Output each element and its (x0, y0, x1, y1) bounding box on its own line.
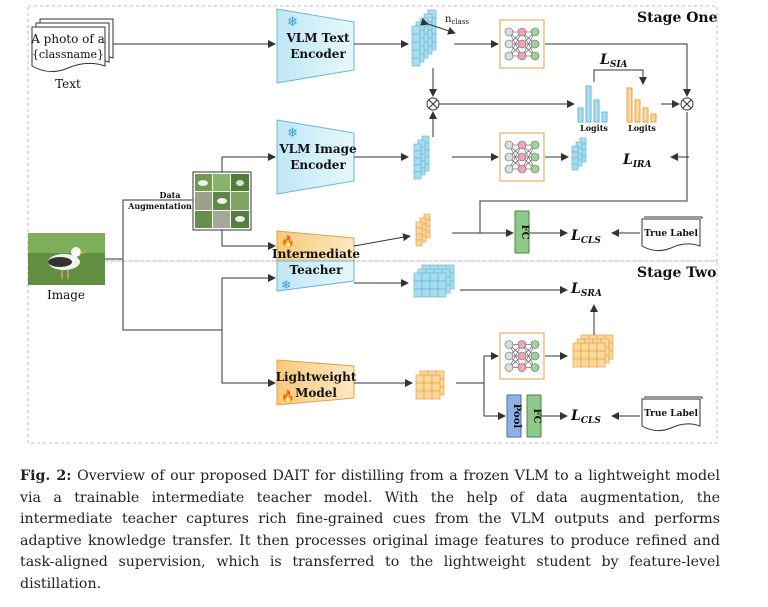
intermediate-teacher-label-2: Teacher (290, 263, 344, 277)
vlm-image-encoder-label-2: Encoder (290, 158, 346, 172)
text-doc-line1: A photo of a (30, 32, 105, 46)
projection-head-image (499, 132, 545, 182)
projection-head-student (499, 332, 545, 380)
svg-text:True Label: True Label (644, 409, 698, 419)
loss-ira: LIRA (622, 152, 652, 170)
projection-heads (499, 19, 545, 380)
loss-cls-1: LCLS (570, 228, 601, 246)
vlm-text-encoder: VLM Text Encoder ❄ (276, 8, 355, 84)
logits-label-2: Logits (628, 123, 656, 133)
stage-two-title: Stage Two (637, 265, 717, 281)
loss-sra: LSRA (570, 281, 602, 299)
data-augmentation-label-1: Data (160, 190, 181, 200)
snowflake-icon: ❄ (281, 278, 291, 292)
stage-one-frame (27, 5, 718, 262)
text-feature-cubes (411, 9, 437, 67)
true-label-doc-1: True Label (641, 216, 703, 252)
fc-block-2: FC (526, 394, 542, 438)
augmented-images (192, 171, 252, 231)
projected-feature-cubes (571, 137, 587, 171)
intermediate-teacher: Intermediate Teacher 🔥 ❄ (272, 230, 360, 292)
feature-maps (411, 9, 614, 400)
vlm-text-encoder-label-1: VLM Text (285, 31, 350, 45)
student-feature-cubes (415, 370, 445, 400)
text-doc-line2: {classname} (32, 48, 104, 61)
student-projected-cubes (572, 334, 614, 368)
fc-block-1: FC (514, 210, 530, 254)
pool-block: Pool (506, 394, 522, 438)
logits-label-1: Logits (580, 123, 608, 133)
input-image (28, 233, 105, 285)
svg-text:Pool: Pool (511, 404, 522, 429)
image-feature-cubes (413, 135, 430, 180)
caption-text: Overview of our proposed DAIT for distil… (20, 468, 720, 592)
vlm-image-encoder-label-1: VLM Image (278, 142, 357, 156)
n-class-label: nclass (445, 14, 469, 26)
projection-head-text (499, 19, 545, 69)
loss-sia: LSIA (599, 52, 628, 70)
figure-caption: Fig. 2: Overview of our proposed DAIT fo… (20, 466, 720, 595)
multiply-node-2 (680, 97, 694, 111)
loss-cls-2: LCLS (570, 408, 601, 426)
lightweight-model-label-2: Model (295, 386, 337, 400)
text-document: A photo of a {classname} (30, 18, 114, 72)
vlm-text-encoder-label-2: Encoder (290, 47, 346, 61)
vlm-image-encoder: VLM Image Encoder ❄ (276, 119, 357, 195)
svg-text:FC: FC (531, 408, 542, 423)
data-augmentation-label-2: Augmentation (127, 201, 192, 211)
true-label-doc-2: True Label (641, 396, 703, 432)
teacher-frozen-feature-cubes (413, 264, 455, 298)
teacher-feature-cubes (415, 213, 431, 247)
intermediate-teacher-label-1: Intermediate (272, 247, 360, 261)
caption-label: Fig. 2: (20, 468, 72, 484)
text-input-label: Text (55, 77, 81, 91)
stage-two-frame (27, 260, 718, 444)
connectors (105, 40, 691, 420)
logits-orange (626, 87, 657, 123)
method-diagram: Stage One Stage Two A photo of a {classn… (27, 5, 718, 444)
multiply-node-1 (426, 97, 440, 111)
snowflake-icon: ❄ (287, 126, 298, 141)
svg-text:True Label: True Label (644, 229, 698, 239)
fire-icon: 🔥 (281, 390, 295, 403)
snowflake-icon: ❄ (287, 15, 298, 30)
logits-blue (577, 85, 608, 123)
svg-text:FC: FC (519, 224, 530, 239)
image-input-label: Image (47, 288, 85, 302)
lightweight-model: Lightweight Model 🔥 (276, 359, 357, 406)
lightweight-model-label-1: Lightweight (276, 370, 357, 384)
fire-icon: 🔥 (281, 235, 295, 248)
stage-one-title: Stage One (637, 10, 718, 26)
